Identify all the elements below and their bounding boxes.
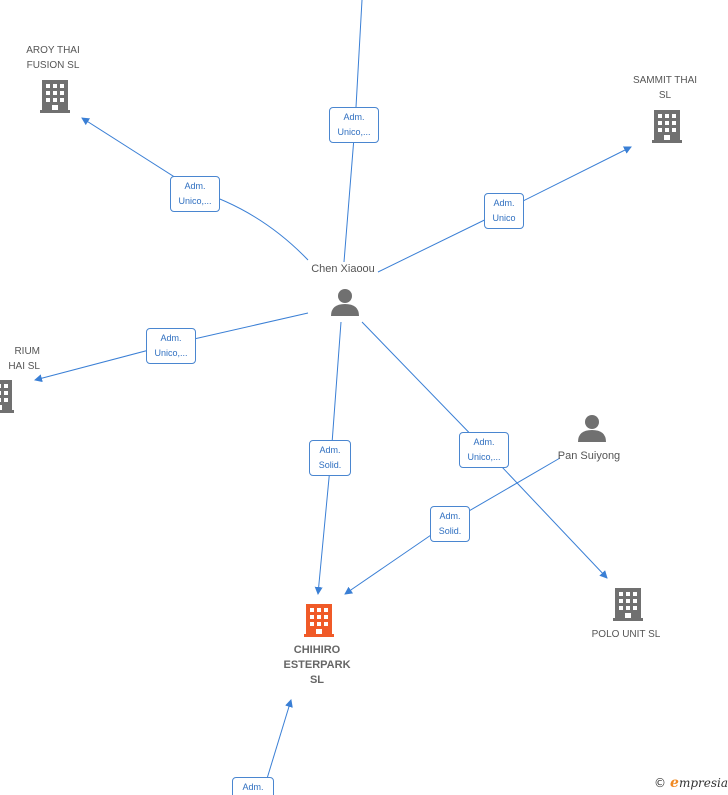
- relation-label[interactable]: Adm.Solid.: [430, 506, 470, 542]
- person-icon[interactable]: [331, 289, 359, 316]
- relation-label[interactable]: Adm.Unico,...: [329, 107, 379, 143]
- relation-label[interactable]: Adm.: [232, 777, 274, 795]
- company-label-sammit[interactable]: SAMMIT THAI SL: [632, 75, 698, 101]
- building-icon[interactable]: [652, 110, 682, 143]
- relation-label[interactable]: Adm.Unico,...: [459, 432, 509, 468]
- person-label-chen[interactable]: Chen Xiaoou: [311, 263, 375, 275]
- relation-label[interactable]: Adm.Unico,...: [146, 328, 196, 364]
- person-label-pan[interactable]: Pan Suiyong: [557, 450, 621, 462]
- relation-label[interactable]: Adm.Unico: [484, 193, 524, 229]
- company-label-polo[interactable]: POLO UNIT SL: [591, 629, 661, 640]
- relation-label[interactable]: Adm.Solid.: [309, 440, 351, 476]
- copyright-icon: ©: [654, 776, 667, 790]
- building-icon[interactable]: [0, 380, 14, 413]
- company-label-rium[interactable]: RIUM HAI SL: [8, 346, 40, 372]
- company-label-chihiro[interactable]: CHIHIRO ESTERPARK SL: [283, 644, 351, 686]
- building-icon-focus[interactable]: [304, 604, 334, 637]
- brand-logo: ©empresia: [654, 775, 728, 791]
- company-label-aroy[interactable]: AROY THAI FUSION SL: [26, 45, 80, 71]
- building-icon[interactable]: [613, 588, 643, 621]
- relation-label[interactable]: Adm.Unico,...: [170, 176, 220, 212]
- person-icon[interactable]: [578, 415, 606, 442]
- building-icon[interactable]: [40, 80, 70, 113]
